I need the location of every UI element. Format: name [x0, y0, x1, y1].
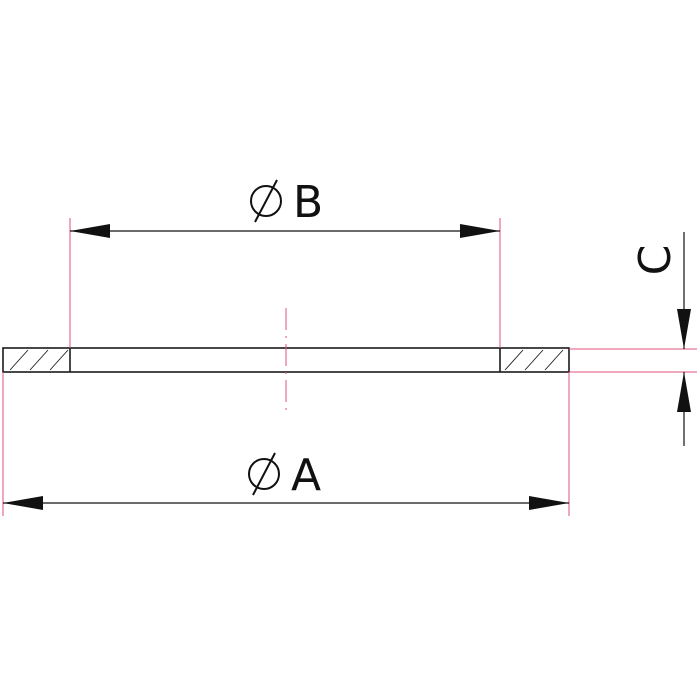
extension-lines [2, 218, 697, 516]
dimension-b-arrow-left [70, 224, 110, 238]
diameter-symbol-icon [250, 179, 282, 223]
diameter-symbol-icon [248, 452, 280, 496]
dimension-a-label: A [291, 450, 321, 501]
dimension-c-arrow-bottom [677, 372, 691, 412]
dimension-thickness: C [630, 232, 691, 446]
dimension-b-label: B [293, 177, 323, 228]
dimension-outer-diameter: A [3, 450, 569, 510]
left-hatching [9, 349, 69, 371]
dimension-a-arrow-right [529, 496, 569, 510]
dimension-a-arrow-left [3, 496, 43, 510]
dimension-c-arrow-top [677, 309, 691, 349]
dimension-c-label: C [630, 245, 681, 276]
dimension-b-arrow-right [460, 224, 500, 238]
dimension-inner-diameter: B [70, 177, 500, 238]
right-hatching [504, 349, 564, 371]
